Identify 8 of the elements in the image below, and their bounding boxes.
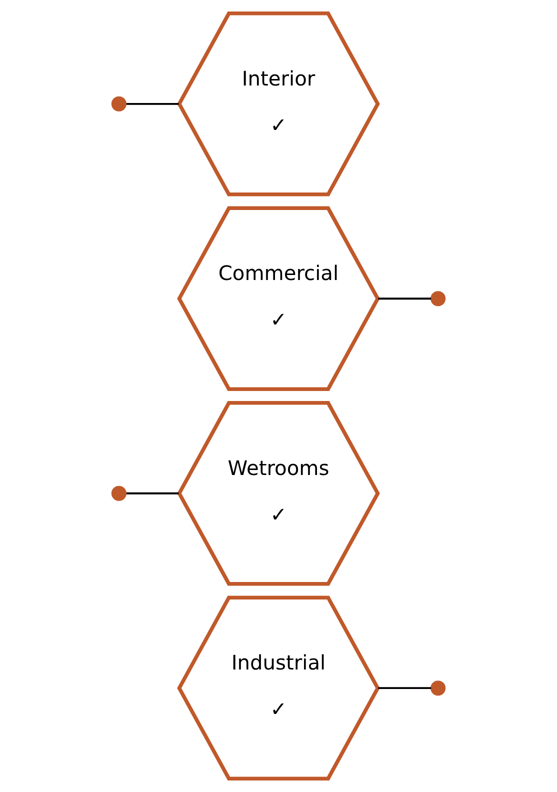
node-circle (111, 96, 126, 112)
node-circle (111, 486, 126, 501)
node-circle (430, 680, 446, 696)
node-circle (430, 291, 446, 306)
connector (378, 687, 432, 690)
connector (126, 492, 179, 494)
connector (126, 102, 179, 105)
connector (378, 298, 432, 300)
